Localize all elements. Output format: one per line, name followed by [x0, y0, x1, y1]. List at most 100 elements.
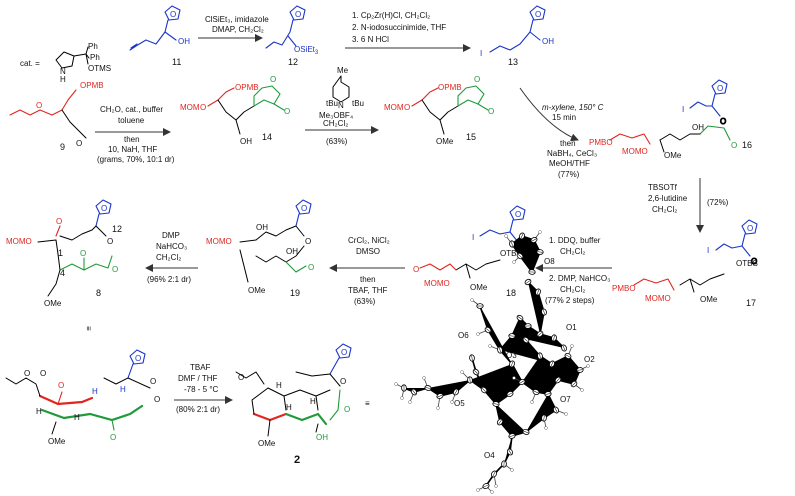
crystal-atom-axis	[537, 332, 543, 336]
carbonyl-o-8b: O	[154, 395, 160, 404]
cond-9-line4: (96% 2:1 dr)	[147, 275, 191, 284]
crystal-atom-axis	[531, 238, 537, 242]
label-15: 15	[466, 132, 476, 142]
ketone-o-8b: O	[58, 381, 64, 390]
furan-o-17: O	[747, 224, 753, 233]
label-14: 14	[262, 132, 272, 142]
cond-2-line1: 1. Cp₂Zr(H)Cl, CH₂Cl₂	[352, 11, 430, 20]
cond-8-line4: TBAF, THF	[348, 286, 388, 295]
crystal-atom-axis	[499, 347, 501, 353]
label-O4: O4	[484, 451, 495, 460]
furan-o-18: O	[515, 210, 521, 219]
opmb-14-o: O	[235, 83, 241, 92]
label-16: 16	[742, 140, 752, 150]
momo-16: MOMO	[622, 147, 648, 156]
otbs-17: OTBS	[736, 259, 758, 268]
crystal-atom-axis	[493, 403, 499, 405]
crystal-h-atom	[530, 400, 534, 404]
label-19: 19	[290, 288, 300, 298]
mom-15: MOM	[384, 103, 404, 112]
cond-8-line1: CrCl₂, NiCl₂	[348, 236, 390, 245]
furan-o-19: O	[301, 204, 307, 213]
o-15-mom: O	[404, 103, 410, 112]
crystal-h-atom	[470, 298, 474, 302]
crystal-atom-axis	[545, 393, 551, 395]
crystal-atom-axis	[537, 251, 543, 253]
crystal-atom-axis	[437, 394, 443, 398]
ketone-o-8: O	[56, 217, 62, 226]
label-O8: O8	[544, 257, 555, 266]
crystal-atom-axis	[525, 280, 531, 284]
compound-11-structure: O OH 11	[129, 5, 190, 67]
cond-10-line1: TBAF	[190, 363, 211, 372]
cond-1-line2: DMAP, CH₂Cl₂	[212, 25, 264, 34]
o-14-mom: O	[200, 103, 206, 112]
h-8b-3: H	[36, 407, 42, 416]
cond-5-line5: MeOH/THF	[549, 159, 590, 168]
cond-6-yield: (72%)	[707, 198, 729, 207]
crystal-atom-axis	[533, 390, 539, 394]
compound-9-structure: OPMB O O 9	[9, 81, 104, 152]
crystal-h-atom	[400, 396, 404, 400]
crystal-atom-axis	[454, 389, 458, 395]
cond-9-line3: CH₂Cl₂	[156, 253, 181, 262]
crystal-atom-axis	[471, 355, 473, 361]
crystal-atom-axis	[543, 415, 545, 421]
compound-16-structure: O I O O OH OMe PMBO MOMO 16	[589, 79, 752, 160]
h-8b-4: H	[74, 413, 80, 422]
crystal-atom-axis	[562, 345, 566, 351]
crystal-atom-axis	[511, 241, 513, 247]
momo-19: MOMO	[206, 237, 232, 246]
compound-13-structure: O I OH 13	[480, 5, 554, 67]
compound-14-structure: MOM O OPMB OH O O 14	[180, 75, 290, 146]
compound-12-structure: O OSiEt3 12	[265, 5, 319, 67]
cond-2-line3: 3. 6 N HCl	[352, 35, 389, 44]
label-17: 17	[746, 298, 756, 308]
ketone2-o-8: O	[80, 249, 86, 258]
num-4: 4	[60, 268, 65, 278]
cond-4-line2: (63%)	[326, 137, 348, 146]
momo-8: MOMO	[6, 237, 32, 246]
cond-5-line4: NaBH₄, CeCl₃	[547, 149, 597, 158]
crystal-atom-axis	[517, 254, 523, 258]
catalyst-h: H	[60, 75, 66, 84]
crystal-h-atom	[476, 332, 480, 336]
ester-o-19: O	[305, 237, 311, 246]
crystal-h-atom	[512, 376, 516, 380]
crystal-h-atom	[512, 260, 516, 264]
crystal-h-atom	[564, 412, 568, 416]
crystal-atom-axis	[412, 389, 416, 395]
crystal-h-atom	[476, 488, 480, 492]
crystal-h-atom	[586, 364, 590, 368]
crystal-h-atom	[544, 426, 548, 430]
ester-o-16: O	[720, 117, 726, 126]
reagent-me: Me	[337, 66, 349, 75]
crystal-atom-axis	[517, 316, 523, 320]
crystal-atom-axis	[554, 407, 558, 413]
compound-19-structure: O O OH MOMO OH O OMe 19	[206, 199, 314, 298]
cond-7-line1: 1. DDQ, buffer	[549, 236, 601, 245]
osiet3-12-main: OSiEt	[294, 45, 316, 54]
crystal-h-atom	[504, 234, 508, 238]
ring-o-15: O	[474, 75, 480, 84]
cond-3-line3: then	[124, 135, 140, 144]
ome-15: OMe	[436, 137, 454, 146]
ring-o-14: O	[270, 75, 276, 84]
aldehyde-o-9: O	[76, 139, 82, 148]
crystal-h-atom	[510, 468, 514, 472]
num-1: 1	[58, 248, 63, 258]
opmb-15-pmb: PMB	[444, 83, 461, 92]
h-8b-1: H	[120, 385, 126, 394]
crystal-atom-axis	[507, 392, 513, 396]
ome-2: OMe	[258, 439, 276, 448]
label-12: 12	[288, 57, 298, 67]
arrow-15-16	[519, 87, 579, 142]
compound-15-structure: MOM O OPMB OMe O O 15	[384, 75, 494, 146]
compound-18-structure: O I O OTBS OMe O MOMO 18	[413, 205, 526, 298]
crystal-h-atom	[450, 400, 454, 404]
iodide-13: I	[480, 49, 482, 58]
furan-o-2: O	[341, 348, 347, 357]
crystal-atom-axis	[510, 361, 514, 367]
catalyst-ph1: Ph	[88, 42, 98, 51]
